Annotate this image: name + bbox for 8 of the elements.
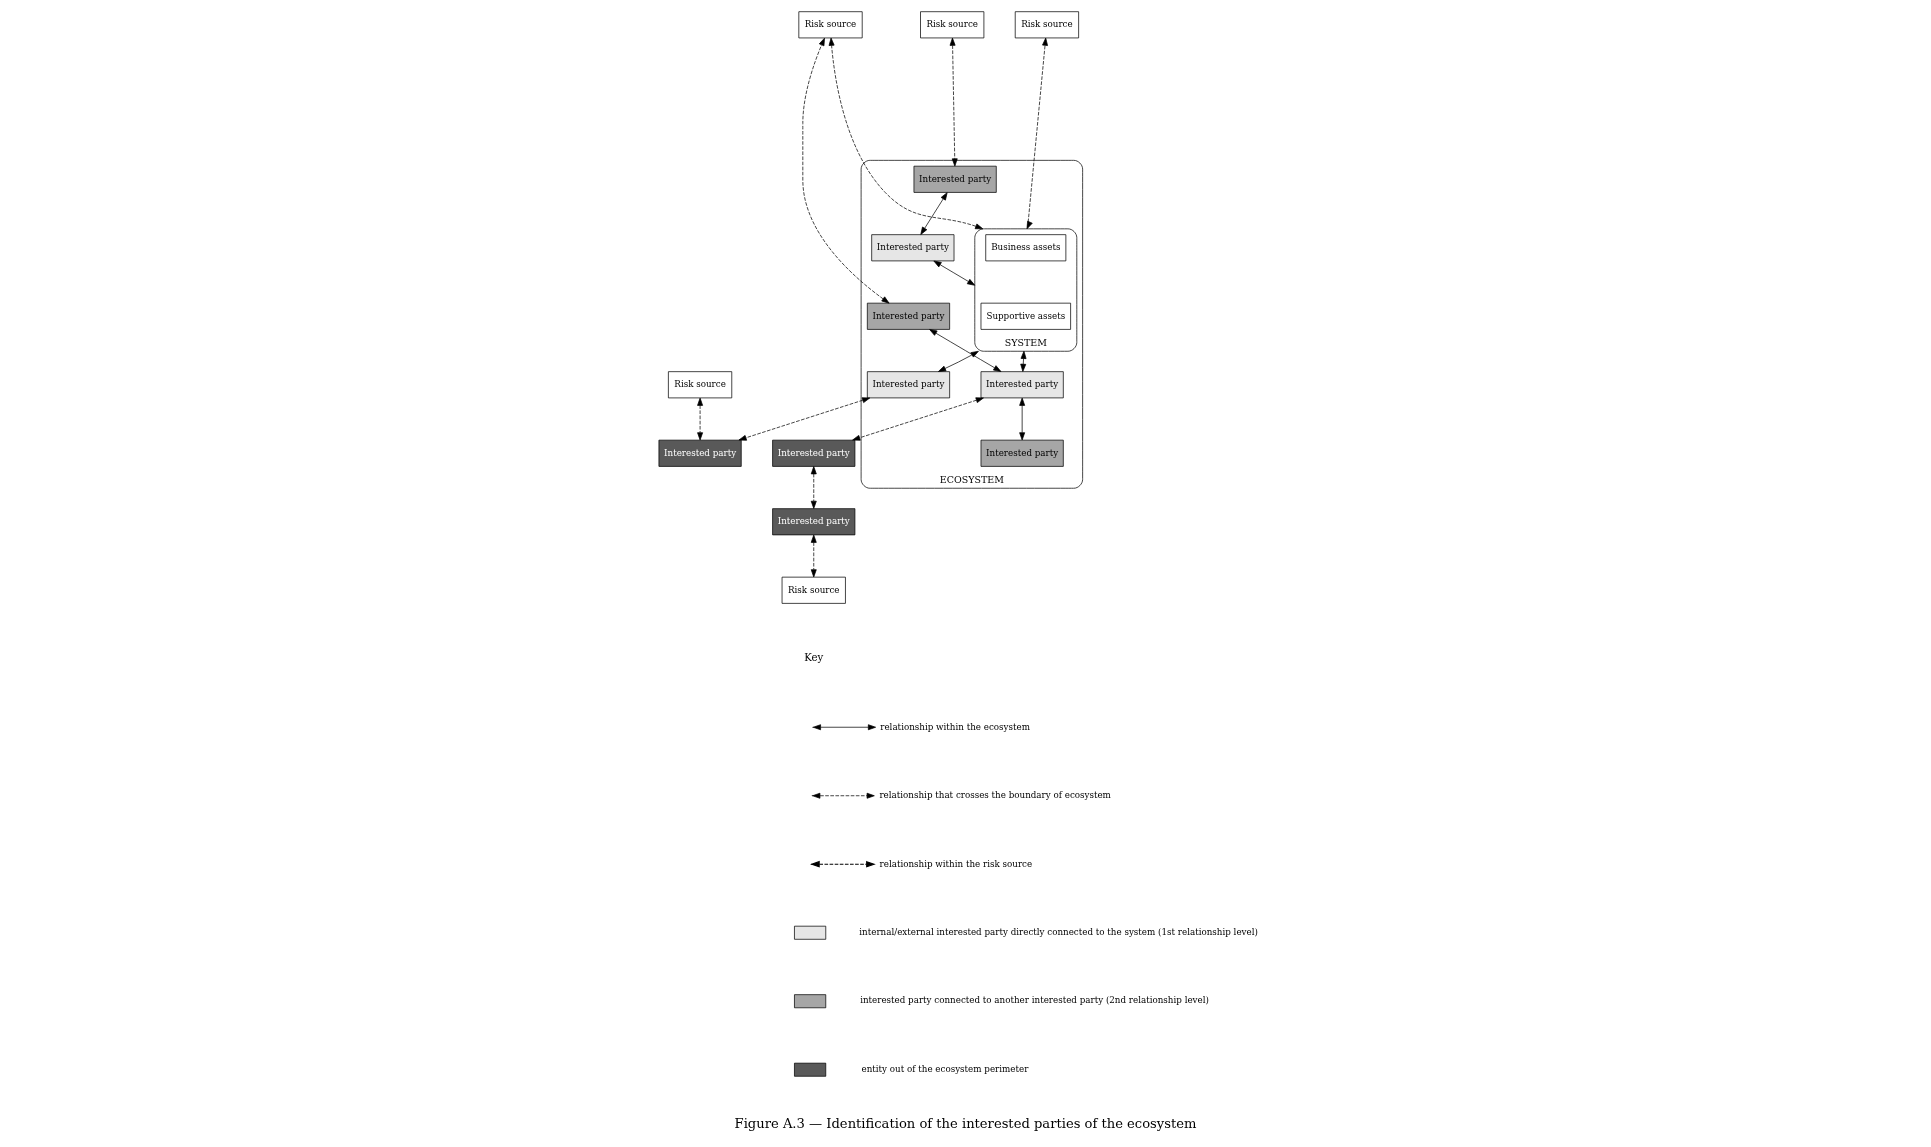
legend-label: entity out of the ecosystem perimeter bbox=[861, 1063, 1029, 1074]
caption: Figure A.3 — Identification of the interested parties of the ecosystem bbox=[734, 1116, 1197, 1132]
legend-label: internal/external interested party directly connected to the system (1st relationship level) bbox=[859, 926, 1258, 937]
legend-label: relationship within the risk source bbox=[879, 858, 1033, 869]
legend-label: relationship within the ecosystem bbox=[880, 721, 1030, 732]
label: Key bbox=[804, 652, 824, 664]
legend-label: interested party connected to another interested party (2nd relationship level) bbox=[860, 995, 1209, 1006]
legend-label: relationship that crosses the boundary of ecosystem bbox=[879, 790, 1111, 800]
